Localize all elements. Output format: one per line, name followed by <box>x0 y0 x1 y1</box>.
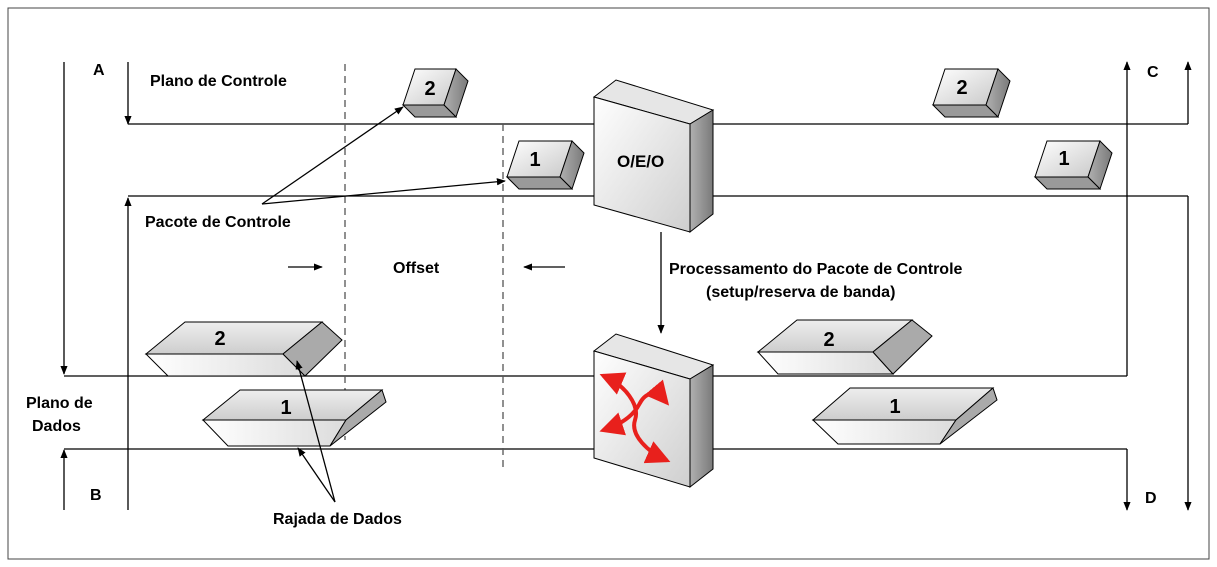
diagram-frame <box>7 7 1210 560</box>
callout-arrows <box>261 106 506 503</box>
label-d: D <box>1145 490 1157 507</box>
control-packet-1-left-label: 1 <box>529 149 540 171</box>
data-burst-2-left-label: 2 <box>214 328 225 350</box>
data-burst-2-left: 2 <box>144 321 343 377</box>
label-plano-dados-line1: Plano de <box>26 395 93 412</box>
oeo-label: O/E/O <box>617 152 664 171</box>
label-a: A <box>93 62 105 79</box>
data-burst-2-right: 2 <box>756 319 933 375</box>
control-packet-1-right-label: 1 <box>1058 148 1069 170</box>
optical-switch <box>592 333 715 489</box>
data-burst-2-right-label: 2 <box>823 329 834 351</box>
control-packet-2-right-label: 2 <box>956 77 967 99</box>
label-offset: Offset <box>393 260 440 277</box>
label-plano-controle: Plano de Controle <box>150 73 287 90</box>
control-packet-1-right: 1 <box>1033 140 1113 190</box>
data-burst-1-right: 1 <box>811 387 998 445</box>
control-packet-1-left: 1 <box>505 140 585 190</box>
control-packet-2-left: 2 <box>401 68 469 118</box>
vertical-arrows <box>60 61 1192 511</box>
label-processamento-line1: Processamento do Pacote de Controle <box>669 261 963 278</box>
channel-lines <box>64 123 1188 450</box>
data-burst-1-right-label: 1 <box>889 396 900 418</box>
control-packet-2-left-label: 2 <box>424 78 435 100</box>
label-plano-dados-line2: Dados <box>32 418 81 435</box>
switch-arrows-icon <box>599 372 671 464</box>
label-processamento-line2: (setup/reserva de banda) <box>706 284 895 301</box>
data-burst-1-left: 1 <box>201 389 387 447</box>
data-burst-1-left-label: 1 <box>280 397 291 419</box>
label-rajada-dados: Rajada de Dados <box>273 511 402 528</box>
label-pacote-controle: Pacote de Controle <box>145 214 291 231</box>
label-c: C <box>1147 64 1159 81</box>
oeo-converter <box>592 79 715 234</box>
label-b: B <box>90 487 102 504</box>
control-packet-2-right: 2 <box>931 68 1011 118</box>
